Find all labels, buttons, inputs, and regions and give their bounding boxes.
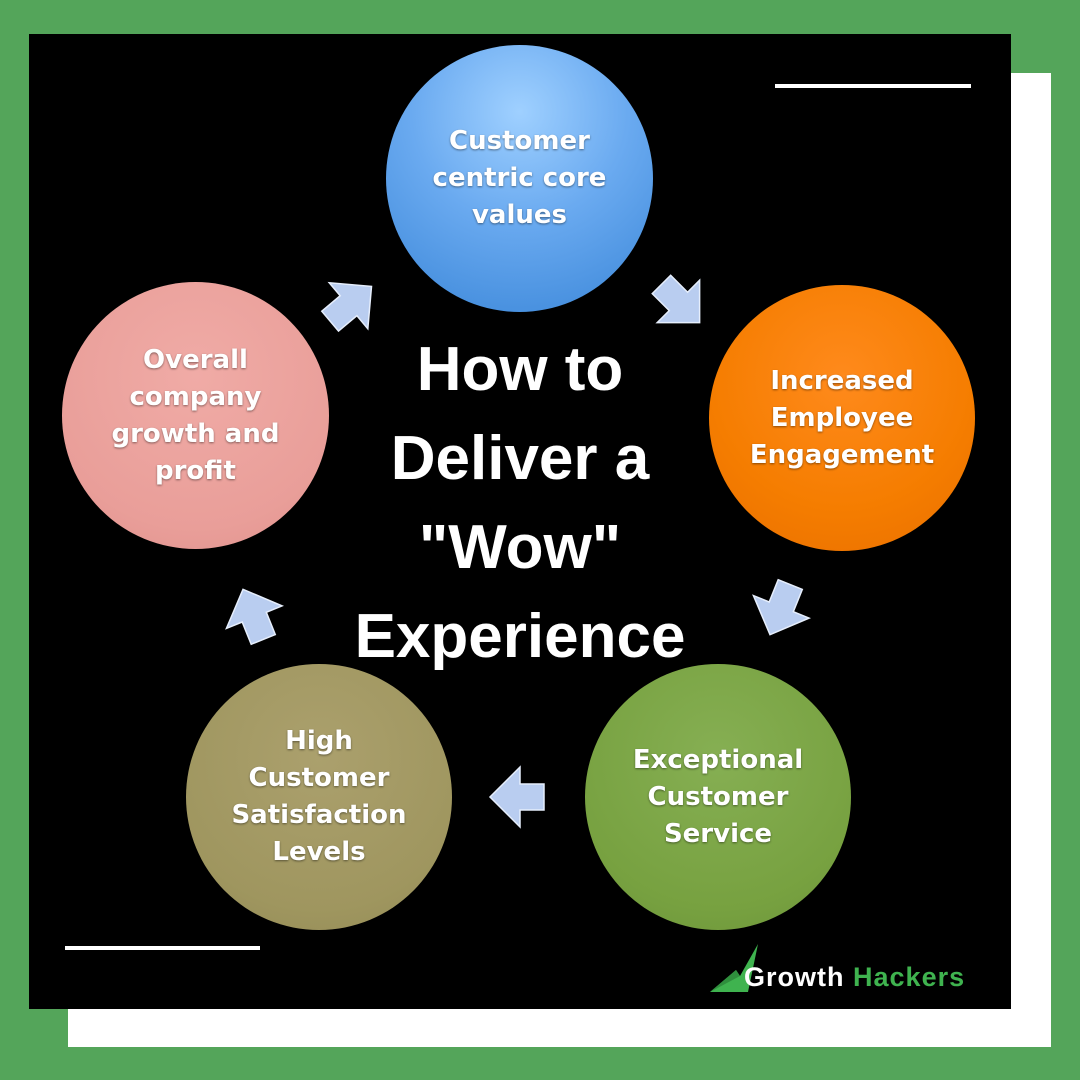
growth-arrow-logo-icon xyxy=(706,940,766,1000)
arrow-olive-to-pink-icon xyxy=(210,574,300,664)
arrow-green-to-olive-icon xyxy=(477,752,567,842)
cycle-step-label: Increased Employee Engagement xyxy=(749,365,935,470)
cycle-step-label: High Customer Satisfaction Levels xyxy=(231,726,407,867)
arrow-blue-to-orange-icon xyxy=(632,255,722,345)
arrow-orange-to-green-icon xyxy=(737,560,827,650)
brand-word-growth: Growth xyxy=(744,962,845,992)
cycle-step-label: Overall company growth and profit xyxy=(111,344,280,486)
cycle-step-label: Exceptional Customer Service xyxy=(632,744,804,849)
arrow-pink-to-blue-icon xyxy=(302,262,392,352)
growth-hackers-brand: Growth Hackers xyxy=(706,940,1001,996)
cycle-step-label: Customer centric core values xyxy=(432,126,607,230)
cycle-step-growth-and-profit: Overall company growth and profit xyxy=(62,282,329,549)
cycle-step-customer-satisfaction: High Customer Satisfaction Levels xyxy=(186,664,452,930)
top-decorative-line xyxy=(775,84,971,88)
brand-wordmark: Growth Hackers xyxy=(744,962,965,993)
bottom-decorative-line xyxy=(65,946,260,950)
cycle-step-exceptional-service: Exceptional Customer Service xyxy=(585,664,851,930)
cycle-step-customer-centric-values: Customer centric core values xyxy=(386,45,653,312)
cycle-step-employee-engagement: Increased Employee Engagement xyxy=(709,285,975,551)
brand-word-hackers: Hackers xyxy=(853,962,966,992)
diagram-title: How to Deliver a "Wow" Experience xyxy=(354,335,686,671)
